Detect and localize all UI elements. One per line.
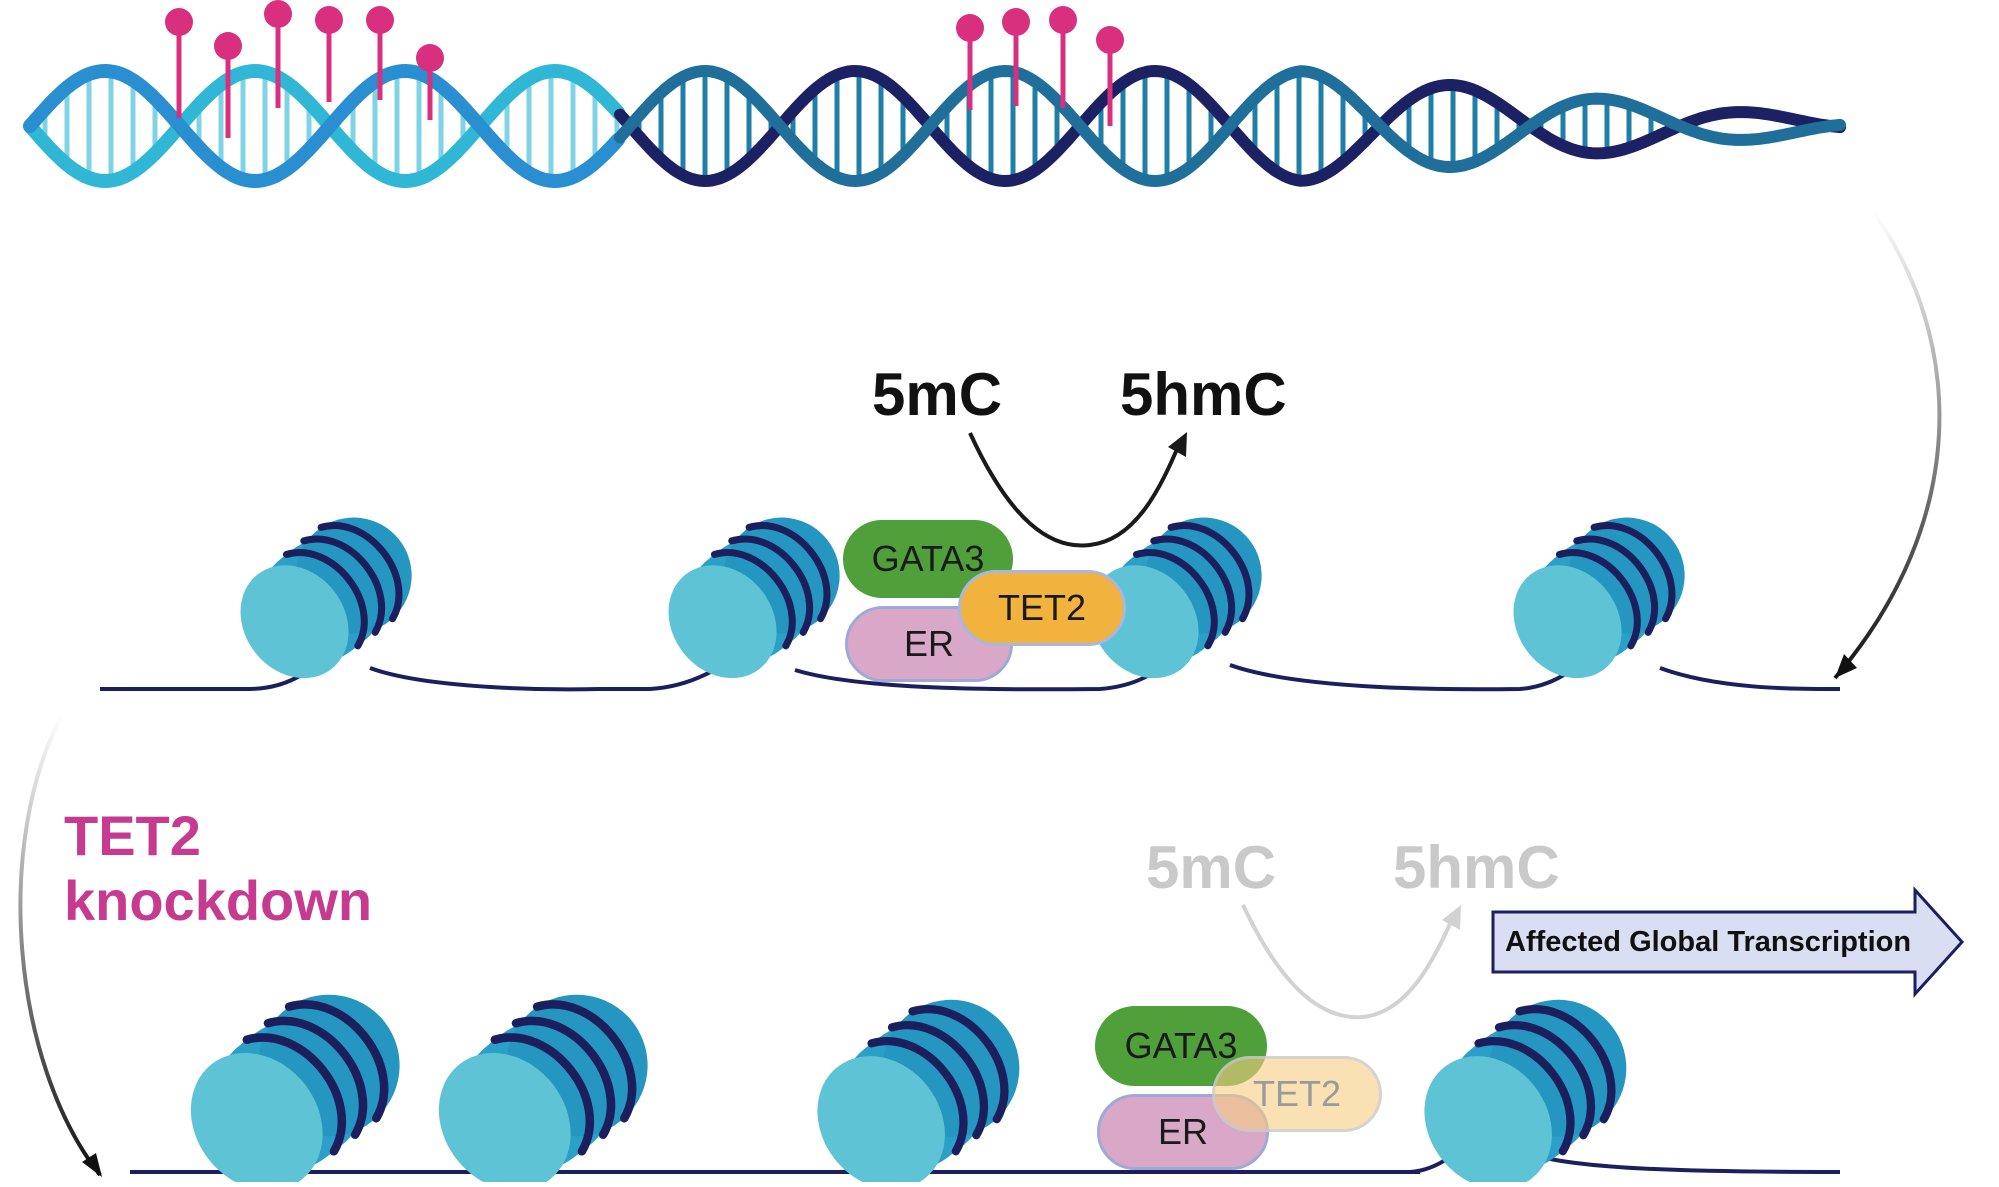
- transition-arrow-right-head: [1835, 654, 1857, 678]
- helix-strand-light-b: [23, 63, 625, 189]
- dna-wrap: [1167, 522, 1253, 623]
- methyl-head: [315, 6, 343, 34]
- helix-strand-light-a: [23, 63, 625, 189]
- knockdown-label-line1: TET2: [64, 804, 201, 867]
- reaction-arrow-bottom: [1241, 904, 1456, 1020]
- dna-wrap: [1515, 1005, 1616, 1124]
- nucleosome: [668, 517, 840, 679]
- dna-wrap: [887, 1021, 988, 1140]
- dna-wrap: [710, 549, 796, 650]
- dna-wrap: [317, 522, 403, 623]
- dna-wrap: [1132, 549, 1218, 650]
- nucleosome: [1090, 517, 1262, 679]
- reaction-arrow-top-head: [1168, 432, 1187, 457]
- dna-wrap: [490, 1033, 595, 1156]
- dna-wrap: [1573, 535, 1658, 636]
- tet2-protein-top: TET2: [958, 570, 1126, 646]
- nucleosome-face: [190, 1052, 323, 1187]
- helix-strand-dark-b: [614, 64, 1846, 188]
- label-5mc-top: 5mC: [872, 361, 1003, 428]
- dna-wrap: [867, 1037, 968, 1156]
- dna-wrap: [284, 1000, 389, 1123]
- nucleosome-face: [438, 1052, 571, 1187]
- dna-wrap: [728, 535, 813, 636]
- gata3-protein-top: GATA3: [843, 520, 1013, 598]
- nucleosome: [240, 517, 412, 679]
- transition-arrow-left-head: [82, 1153, 102, 1177]
- dna-wrap: [745, 522, 831, 623]
- nucleosome-face: [1513, 565, 1622, 679]
- nucleosomes: [190, 517, 1685, 1187]
- nucleosome: [1424, 999, 1627, 1187]
- dna-wrap: [1150, 535, 1235, 636]
- dna-wrap: [300, 535, 385, 636]
- outcome-arrow: [1491, 886, 1965, 998]
- methyl-head: [1049, 6, 1077, 34]
- methylation-marks: [165, 0, 1124, 138]
- dna-wrap: [1474, 1037, 1575, 1156]
- methyl-head: [366, 6, 394, 34]
- nucleosome: [190, 994, 400, 1187]
- reaction-arrow-top: [968, 432, 1182, 548]
- methyl-head: [956, 14, 984, 42]
- label-5hmc-top: 5hmC: [1120, 361, 1287, 428]
- nucleosome: [438, 994, 648, 1187]
- methyl-head: [416, 44, 444, 72]
- transition-arrow-right: [1833, 208, 1942, 680]
- nucleosome-face: [817, 1056, 945, 1187]
- methyl-head: [214, 32, 242, 60]
- knockdown-label-line2: knockdown: [64, 869, 373, 932]
- dna-wrap: [1494, 1021, 1595, 1140]
- nucleosome-face: [1424, 1056, 1552, 1187]
- label-5hmc-bottom: 5hmC: [1393, 834, 1560, 901]
- tet2-protein-bottom-faded: TET2: [1212, 1056, 1382, 1132]
- nucleosome: [1513, 517, 1685, 679]
- nucleosome: [817, 999, 1020, 1187]
- nucleosome-face: [240, 565, 349, 679]
- nucleosome-face: [668, 565, 777, 679]
- dna-wrap: [1590, 522, 1676, 623]
- dna-wrap: [532, 1000, 637, 1123]
- dna-wrap: [242, 1033, 347, 1156]
- label-5mc-bottom: 5mC: [1146, 834, 1277, 901]
- dna-wrap: [908, 1005, 1009, 1124]
- methyl-head: [264, 0, 292, 28]
- dna-wrap: [1555, 549, 1641, 650]
- methyl-head: [1002, 8, 1030, 36]
- dna-wrap: [282, 549, 368, 650]
- dna-double-helix: [23, 63, 1846, 189]
- methyl-head: [165, 8, 193, 36]
- reaction-arrow-bottom-head: [1442, 905, 1461, 930]
- outcome-label: Affected Global Transcription: [1505, 925, 1912, 958]
- transition-arrow-left: [18, 714, 102, 1177]
- methyl-head: [1096, 26, 1124, 54]
